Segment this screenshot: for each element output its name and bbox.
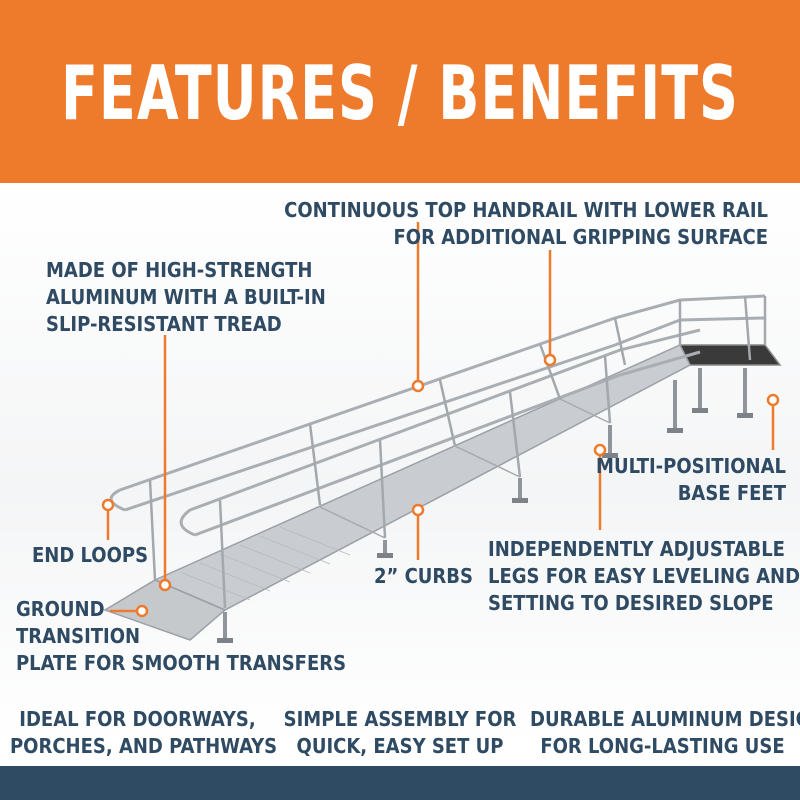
callout-legs: INDEPENDENTLY ADJUSTABLE LEGS FOR EASY L… [488, 537, 800, 615]
background [0, 183, 800, 743]
callout-end-loops: END LOOPS [32, 543, 149, 567]
benefit-durable: DURABLE ALUMINUM DESIGN FOR LONG-LASTING… [530, 707, 800, 758]
benefit-doorways: IDEAL FOR DOORWAYS, PORCHES, AND PATHWAY… [10, 707, 278, 758]
footer-bar [0, 766, 800, 800]
dot-curbs [411, 503, 425, 517]
page-title: FEATURES / BENEFITS [61, 50, 739, 138]
dot-end-loops [101, 498, 115, 512]
callout-curbs: 2” CURBS [374, 564, 473, 588]
platform [678, 344, 782, 366]
header-banner [0, 0, 800, 183]
dot-handrail-2 [543, 353, 557, 367]
ground-plate [103, 579, 227, 641]
callout-aluminum: MADE OF HIGH-STRENGTH ALUMINUM WITH A BU… [46, 258, 326, 336]
dot-ground-plate [135, 604, 149, 618]
dot-base-feet [766, 393, 780, 407]
callout-handrail: CONTINUOUS TOP HANDRAIL WITH LOWER RAIL … [284, 198, 768, 249]
dot-handrail-1 [411, 379, 425, 393]
benefit-assembly: SIMPLE ASSEMBLY FOR QUICK, EASY SET UP [283, 707, 517, 758]
callout-ground-plate: GROUND TRANSITION PLATE FOR SMOOTH TRANS… [16, 597, 347, 675]
dot-aluminum [158, 578, 172, 592]
callout-base-feet: MULTI-POSITIONAL BASE FEET [596, 454, 786, 505]
dot-legs [593, 443, 607, 457]
